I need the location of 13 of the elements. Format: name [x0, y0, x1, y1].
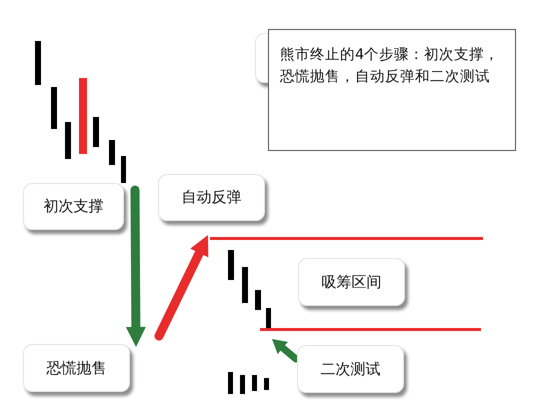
label-card: [297, 345, 404, 393]
label-card: [23, 344, 130, 392]
card-edge: [255, 33, 268, 83]
label-card: [23, 183, 124, 230]
label-card: [298, 258, 405, 306]
text-box: [268, 29, 516, 151]
label-text: 初次支撑: [44, 197, 104, 216]
label-text: 恐慌抛售: [46, 358, 106, 378]
label-text: 自动反弹: [182, 188, 242, 207]
label-text: 二次测试: [320, 360, 380, 378]
label-card: [158, 174, 265, 221]
label-text: 吸筹区间: [322, 272, 382, 292]
label-text: 熊市终止的4个步骤：初次支撑，恐慌抛售，自动反弹和二次测试: [280, 46, 500, 87]
